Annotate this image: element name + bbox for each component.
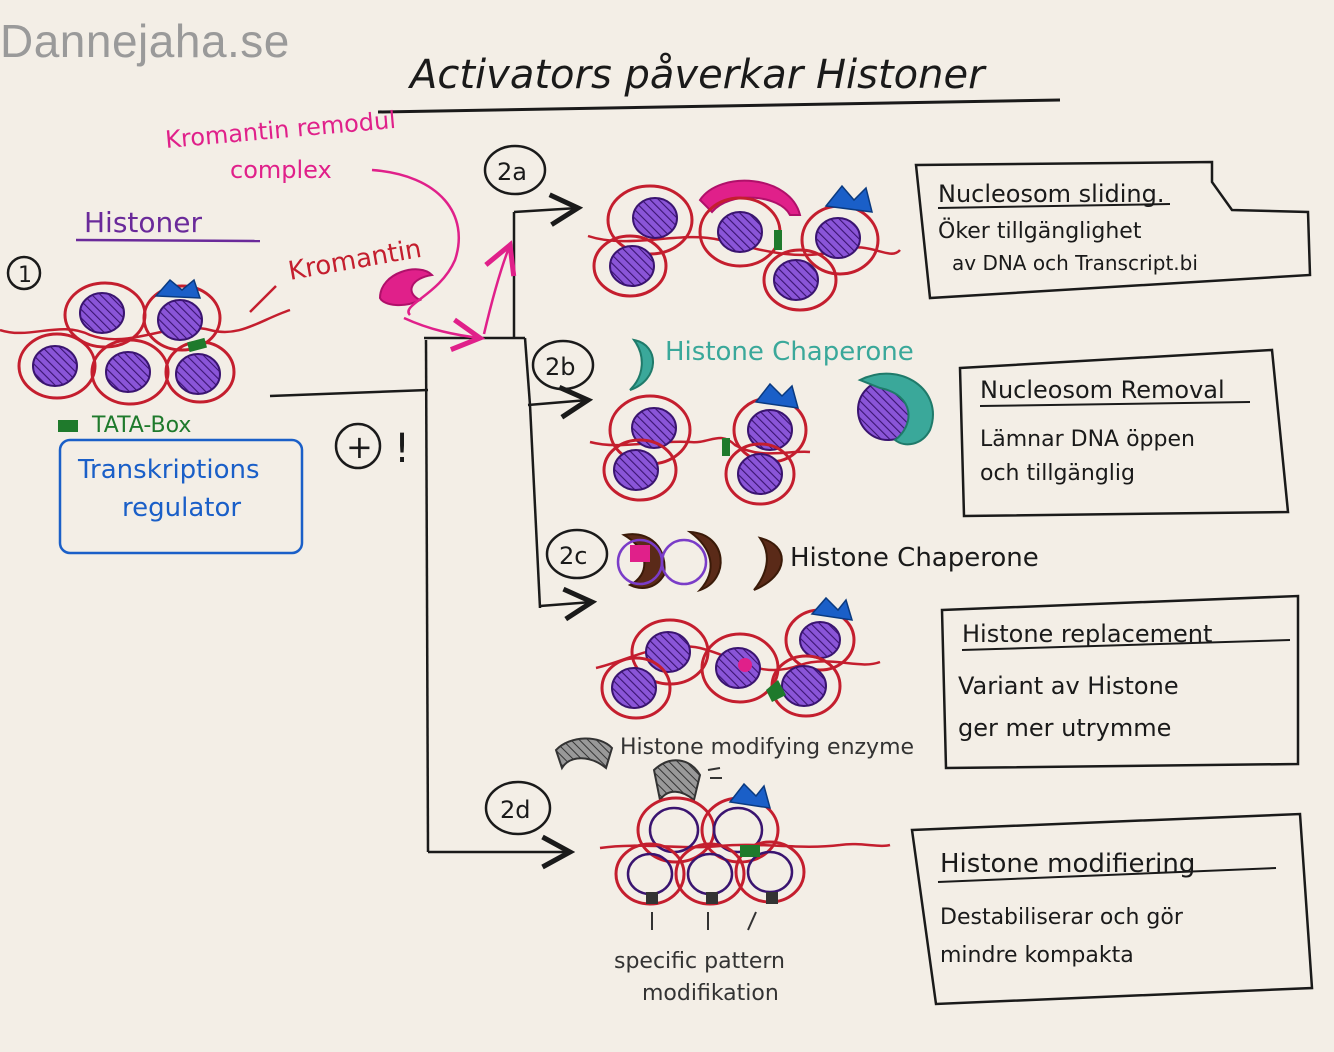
- nucleosomes-2a: [587, 179, 901, 312]
- page-title: Activators påverkar Histoner: [407, 52, 987, 98]
- box-4-title: Histone modifiering: [940, 849, 1195, 879]
- step-2d-circle: [484, 780, 552, 836]
- pattern-label-line1: specific pattern: [614, 949, 785, 974]
- box-3-line2: ger mer utrymme: [958, 714, 1171, 742]
- chaperone-2b-label: Histone Chaperone: [665, 337, 914, 367]
- step-1-circle: [6, 255, 42, 291]
- title-underline: [377, 98, 1061, 114]
- box-4-line2: mindre kompakta: [940, 943, 1134, 968]
- chaperone-2b-icon: [629, 338, 654, 391]
- step-2a-label: 2a: [497, 158, 527, 186]
- tata-box-label: TATA-Box: [91, 413, 191, 438]
- box-histone-replacement: Histone replacement Variant av Histone g…: [940, 594, 1300, 770]
- box-2-line2: och tillgänglig: [980, 461, 1135, 486]
- remodel-label-line2: complex: [230, 156, 332, 184]
- enzyme-label: Histone modifying enzyme: [620, 735, 914, 760]
- box-nucleosom-sliding: Nucleosom sliding. Öker tillgänglighet a…: [914, 160, 1312, 300]
- tata-box-legend-swatch: [58, 420, 78, 432]
- plus-sign: +: [346, 428, 373, 466]
- step-2c-label: 2c: [559, 542, 587, 570]
- nucleosomes-2b: [589, 372, 934, 506]
- regulator-line1: Transkriptions: [77, 455, 260, 485]
- box-1-line2: av DNA och Transcript.bi: [952, 251, 1198, 275]
- box-1-line1: Öker tillgänglighet: [938, 218, 1142, 244]
- remodel-label-line1: Kromantin remodul: [164, 106, 397, 154]
- step-2b-label: 2b: [545, 353, 576, 381]
- nucleosomes-2d: [599, 759, 891, 931]
- box-2-line1: Lämnar DNA öppen: [980, 427, 1195, 452]
- step-2b-circle: [531, 339, 595, 391]
- box-2-title: Nucleosom Removal: [980, 376, 1225, 404]
- box-3-line1: Variant av Histone: [958, 672, 1179, 700]
- chaperone-2c-label: Histone Chaperone: [790, 543, 1039, 573]
- enzyme-legend-icon: [554, 737, 614, 771]
- branch-lines: [269, 208, 592, 852]
- histoner-underline: [75, 238, 261, 243]
- box-histone-modifiering: Histone modifiering Destabiliserar och g…: [910, 812, 1314, 1006]
- nucleosome-cluster-1: [0, 278, 291, 406]
- nucleosomes-2c: [595, 596, 881, 720]
- box-nucleosom-removal: Nucleosom Removal Lämnar DNA öppen och t…: [958, 348, 1290, 518]
- kromantin-blob: [378, 268, 435, 306]
- pattern-label-line2: modifikation: [642, 981, 779, 1006]
- plus-circle: [334, 422, 382, 470]
- magenta-arrow-down: [403, 316, 480, 338]
- watermark: Dannejaha.se: [0, 15, 290, 67]
- step-2d-label: 2d: [500, 796, 531, 824]
- magenta-arrow-up: [482, 245, 510, 335]
- step-2a-circle: [483, 144, 547, 196]
- regulator-line2: regulator: [122, 493, 241, 523]
- remodel-curve-arrow: [371, 168, 461, 316]
- remodel-pointer: [249, 285, 277, 313]
- regulator-box: [58, 438, 304, 555]
- box-4-line1: Destabiliserar och gör: [940, 905, 1184, 930]
- box-1-title: Nucleosom sliding.: [938, 180, 1165, 208]
- histoner-label: Histoner: [84, 206, 203, 239]
- step-1-label: 1: [18, 263, 32, 288]
- step-2c-circle: [545, 528, 609, 580]
- exclamation-mark: !: [394, 426, 410, 472]
- chaperones-2c: [616, 530, 783, 593]
